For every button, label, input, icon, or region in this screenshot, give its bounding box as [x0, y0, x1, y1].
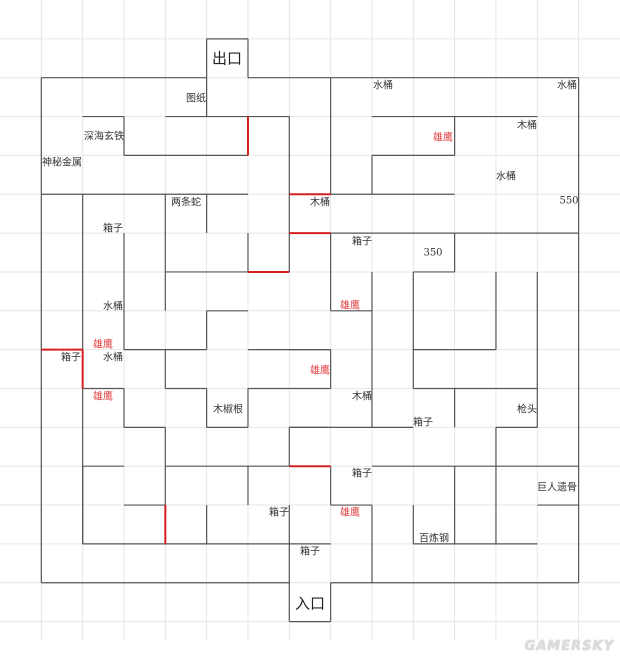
value-350: 350 — [423, 247, 443, 259]
item-water-bucket: 水桶 — [496, 171, 516, 183]
item-mystery-metal: 神秘金属 — [42, 157, 82, 169]
item-eagle: 雄鹰 — [340, 300, 360, 312]
item-box: 箱子 — [61, 352, 81, 364]
item-box: 箱子 — [103, 223, 123, 235]
item-spearhead: 枪头 — [517, 404, 537, 416]
entrance-label: 入口 — [294, 594, 326, 613]
item-eagle: 雄鹰 — [310, 365, 330, 377]
item-water-bucket: 水桶 — [373, 80, 393, 92]
item-box: 箱子 — [413, 417, 433, 429]
item-wood-bucket: 木桶 — [352, 391, 372, 403]
item-refined-steel: 百炼钢 — [419, 533, 449, 545]
item-water-bucket: 水桶 — [557, 80, 577, 92]
item-eagle: 雄鹰 — [93, 339, 113, 351]
watermark-logo: GAMERSKY — [524, 639, 614, 654]
item-eagle: 雄鹰 — [340, 507, 360, 519]
item-box: 箱子 — [352, 468, 372, 480]
exit-label: 出口 — [211, 49, 243, 68]
item-wood-root: 木椒根 — [213, 404, 243, 416]
item-box: 箱子 — [269, 507, 289, 519]
item-wood-bucket: 木桶 — [310, 197, 330, 209]
item-box: 箱子 — [300, 546, 320, 558]
item-giant-remains: 巨人遗骨 — [537, 482, 577, 494]
item-two-snakes: 两条蛇 — [171, 197, 201, 209]
item-deep-sea-iron: 深海玄铁 — [84, 131, 124, 143]
item-water-bucket: 水桶 — [103, 301, 123, 313]
item-eagle: 雄鹰 — [433, 132, 453, 144]
value-550: 550 — [559, 195, 579, 207]
item-eagle: 雄鹰 — [93, 391, 113, 403]
item-wood-bucket: 木桶 — [517, 120, 537, 132]
item-box: 箱子 — [352, 236, 372, 248]
item-blueprint: 图纸 — [186, 93, 206, 105]
item-water-bucket: 水桶 — [103, 352, 123, 364]
